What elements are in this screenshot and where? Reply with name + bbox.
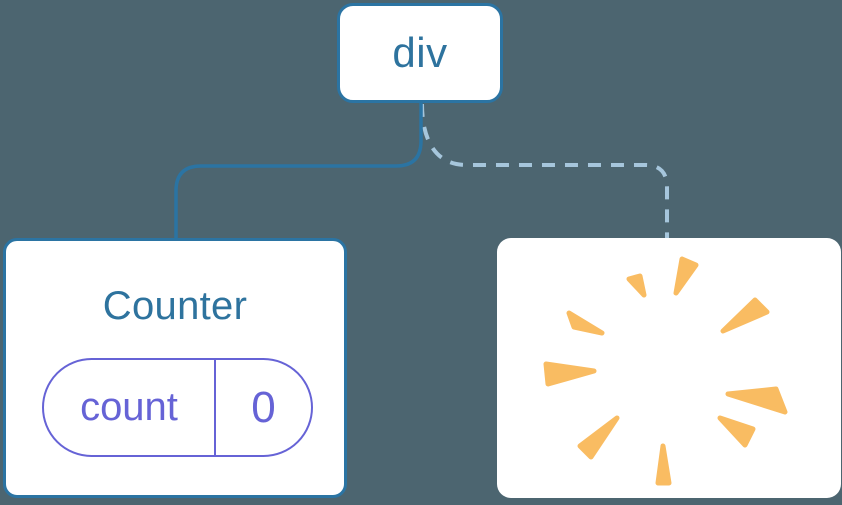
state-value: 0 (251, 382, 276, 432)
state-pill: count 0 (42, 358, 313, 457)
poof-burst-wedge (673, 256, 699, 296)
root-div-node: div (337, 3, 503, 103)
poof-burst-icon (543, 256, 788, 486)
poof-burst-wedge (626, 273, 647, 298)
root-div-label: div (392, 29, 448, 76)
poof-burst-wedge (566, 310, 605, 336)
counter-component-card: Counter count 0 (3, 238, 347, 498)
state-key-label: count (44, 360, 216, 455)
poof-burst-wedge (725, 386, 788, 415)
dashed-link-line (420, 103, 669, 238)
poof-burst-wedge (543, 361, 597, 387)
counter-title: Counter (102, 284, 248, 328)
poof-burst-wedge (720, 297, 770, 334)
poof-burst-wedge (655, 443, 672, 486)
poof-burst-wedge (577, 415, 620, 460)
solid-link-line (174, 101, 423, 240)
removed-component-card (497, 238, 841, 498)
poof-burst-wedge (717, 415, 756, 448)
